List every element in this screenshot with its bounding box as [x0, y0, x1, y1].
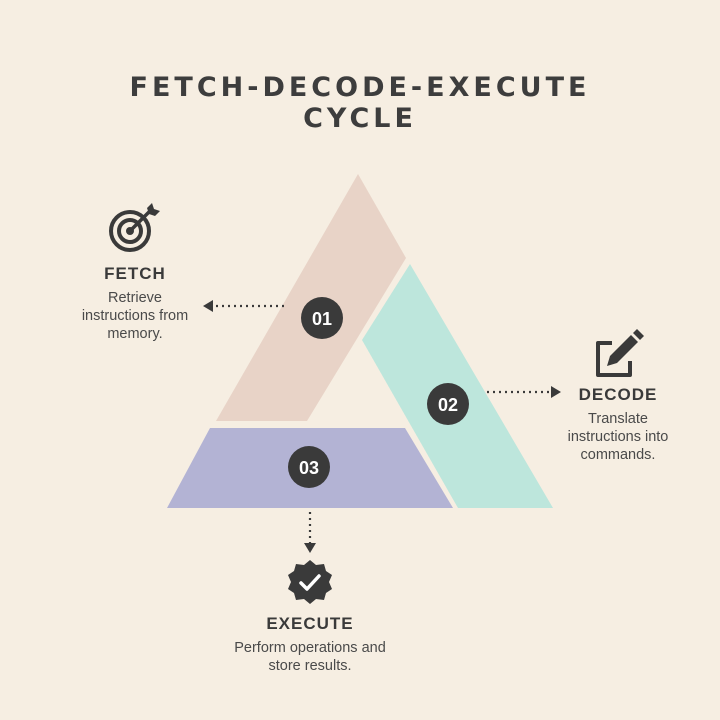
- fetch-description: Retrieve instructions from memory.: [60, 289, 210, 343]
- check-badge-icon: [288, 560, 332, 604]
- step-01-badge: 01: [301, 297, 343, 339]
- fetch-description-line: instructions from: [81, 308, 189, 324]
- fetch-heading: FETCH: [104, 264, 166, 283]
- fetch-connector: [203, 300, 284, 312]
- decode-connector: [487, 386, 561, 398]
- decode-description-line: Translate: [588, 411, 648, 427]
- decode-description-line: commands.: [580, 447, 656, 463]
- fetch-block: FETCH Retrieve instructions from memory.: [60, 264, 210, 343]
- step-03-number: 03: [299, 458, 319, 478]
- execute-description: Perform operations and store results.: [200, 639, 420, 675]
- execute-block: EXECUTE Perform operations and store res…: [200, 614, 420, 675]
- target-icon: [109, 203, 160, 252]
- fetch-description-line: Retrieve: [108, 290, 162, 306]
- fetch-segment: [216, 174, 406, 421]
- decode-description: Translate instructions into commands.: [543, 410, 693, 464]
- execute-description-line: Perform operations and: [234, 640, 386, 656]
- edit-icon: [596, 329, 644, 377]
- title-line-2: CYCLE: [303, 103, 417, 134]
- execute-connector: [304, 512, 316, 553]
- decode-block: DECODE Translate instructions into comma…: [543, 385, 693, 464]
- decode-heading: DECODE: [578, 385, 658, 404]
- diagram-title: FETCH-DECODE-EXECUTE CYCLE: [0, 72, 720, 134]
- decode-description-line: instructions into: [567, 429, 669, 445]
- fetch-description-line: memory.: [107, 326, 163, 342]
- execute-heading: EXECUTE: [266, 614, 354, 633]
- step-01-number: 01: [312, 309, 332, 329]
- step-02-badge: 02: [427, 383, 469, 425]
- step-03-badge: 03: [288, 446, 330, 488]
- title-line-1: FETCH-DECODE-EXECUTE: [129, 72, 591, 103]
- step-02-number: 02: [438, 395, 458, 415]
- execute-description-line: store results.: [268, 658, 352, 674]
